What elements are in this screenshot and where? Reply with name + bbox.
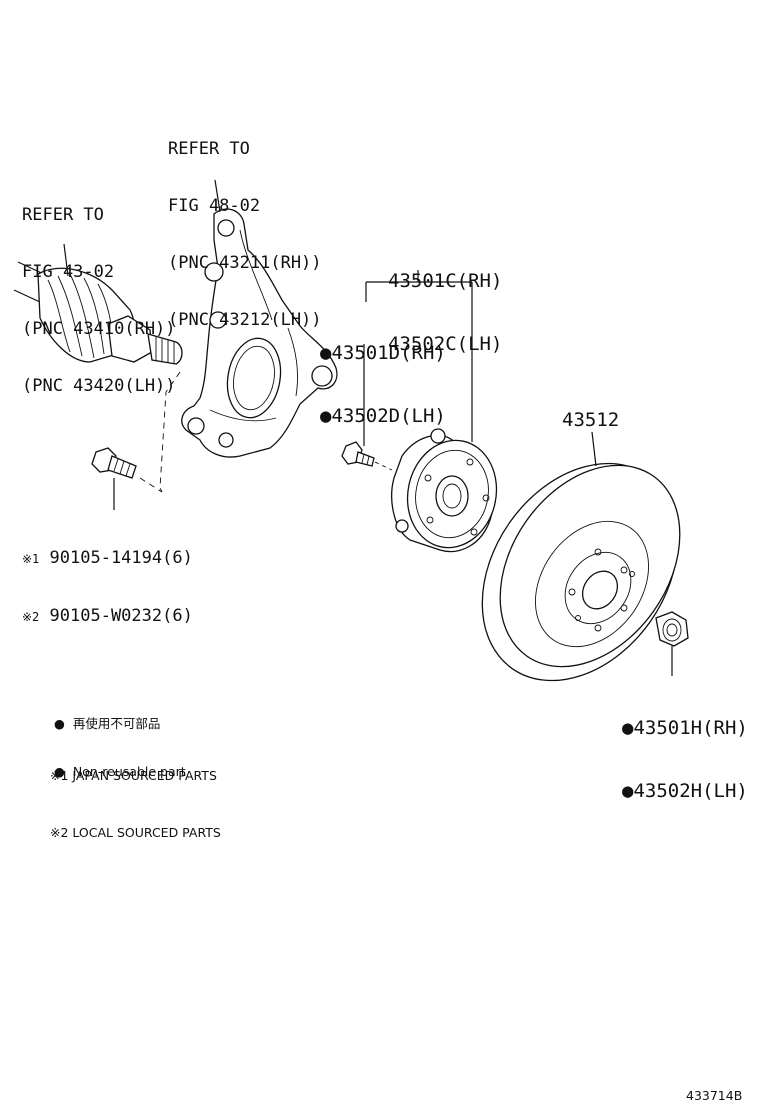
mounting-bolt-label: ※1 90105-14194(6) ※2 90105-W0232(6): [22, 511, 193, 665]
mounting-bolt-row: ※2 90105-W0232(6): [22, 607, 193, 627]
lock-nut-label: ●43501H(RH) ●43502H(LH): [622, 676, 748, 844]
brake-disc-drawing: [481, 462, 681, 682]
driveshaft-ref-line: REFER TO: [22, 205, 104, 225]
local-sourced-note: ※2 LOCAL SOURCED PARTS: [50, 825, 221, 840]
local-source-mark: ※2: [22, 610, 40, 624]
legend-row-english: ● Non-reusable part: [54, 764, 186, 780]
non-reusable-bullet-icon: ●: [54, 764, 65, 779]
mounting-bolt-row: ※1 90105-14194(6): [22, 549, 193, 569]
legend-english-text: Non-reusable part: [72, 764, 186, 779]
mounting-bolt-drawing: [91, 447, 137, 510]
lock-nut-pnc: ●43502H(LH): [622, 780, 748, 802]
hub-bearing-drawing: [391, 428, 498, 553]
driveshaft-ref-line: (PNC 43410(RH)): [22, 319, 176, 339]
driveshaft-ref-line: (PNC 43420(LH)): [22, 376, 176, 396]
knuckle-reference-label: REFER TO FIG 48-02 (PNC 43211(RH)) (PNC …: [168, 102, 322, 368]
hub-bolt-pnc: ●43502D(LH): [320, 405, 446, 427]
mounting-bolt-pnc: 90105-14194(6): [49, 548, 193, 568]
hub-assembly-pnc: 43502C(LH): [388, 333, 503, 355]
knuckle-ref-line: FIG 48-02: [168, 196, 261, 216]
disc-leader-line: [591, 431, 597, 467]
driveshaft-leader-line: [63, 243, 69, 277]
driveshaft-ref-line: FIG 43-02: [22, 262, 115, 282]
drive-shaft-drawing: [13, 261, 183, 365]
non-reusable-bullet-icon: ●: [54, 716, 65, 731]
japan-sourced-note: ※1 JAPAN SOURCED PARTS: [50, 768, 217, 783]
hub-bracket-line: [365, 270, 473, 442]
knuckle-ref-line: REFER TO: [168, 139, 250, 159]
legend-japanese-text: 再使用不可部品: [72, 716, 161, 731]
brake-disc-label: 43512: [562, 409, 620, 431]
hub-bolt-label: ●43501D(RH) ●43502D(LH): [320, 301, 446, 469]
knuckle-ref-line: (PNC 43212(LH)): [168, 310, 322, 330]
driveshaft-reference-label: REFER TO FIG 43-02 (PNC 43410(RH)) (PNC …: [22, 168, 176, 434]
hub-bolt-pnc: ●43501D(RH): [320, 342, 446, 364]
knuckle-ref-line: (PNC 43211(RH)): [168, 253, 322, 273]
hub-assembly-pnc: 43501C(RH): [388, 270, 503, 292]
hub-bolt-drawing: [341, 441, 393, 471]
source-notes: ※1 JAPAN SOURCED PARTS ※2 LOCAL SOURCED …: [50, 728, 221, 880]
mounting-bolt-pnc: 90105-W0232(6): [49, 606, 193, 626]
figure-id: 433714B: [686, 1088, 743, 1103]
legend: ● 再使用不可部品 ● Non-reusable part: [54, 684, 186, 812]
steering-knuckle-drawing: [181, 208, 338, 458]
hub-assembly-label: 43501C(RH) 43502C(LH): [388, 229, 502, 397]
lock-nut-pnc: ●43501H(RH): [622, 717, 748, 739]
japan-source-mark: ※1: [22, 552, 40, 566]
lock-nut-drawing: [655, 611, 689, 676]
legend-row-japanese: ● 再使用不可部品: [54, 716, 186, 732]
knuckle-leader-line: [214, 179, 221, 213]
